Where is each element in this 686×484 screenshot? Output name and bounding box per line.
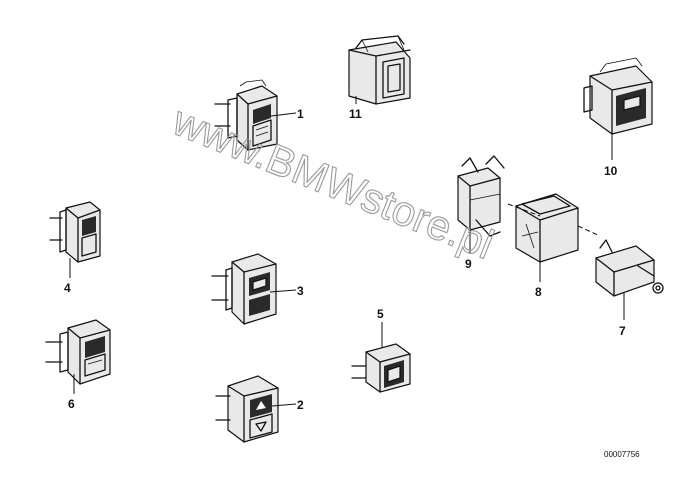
part-number-9: 9 bbox=[465, 257, 472, 271]
part-6-rocker-switch bbox=[45, 319, 111, 385]
part-number-4: 4 bbox=[64, 281, 71, 295]
part-4-rocker-switch bbox=[49, 201, 101, 263]
part-number-7: 7 bbox=[619, 324, 626, 338]
diagram-reference: 00007756 bbox=[604, 450, 640, 459]
part-10-rocker-switch bbox=[583, 57, 653, 135]
part-2-arrow-switch bbox=[215, 375, 279, 443]
part-7-micro-switch bbox=[595, 239, 664, 297]
part-number-2: 2 bbox=[297, 398, 304, 412]
part-number-3: 3 bbox=[297, 284, 304, 298]
part-9-mounting-bracket bbox=[457, 155, 505, 237]
part-number-11: 11 bbox=[349, 107, 362, 121]
part-5-push-button bbox=[351, 343, 411, 393]
part-number-10: 10 bbox=[604, 164, 618, 178]
part-1-rocker-switch bbox=[214, 79, 278, 151]
part-number-8: 8 bbox=[535, 285, 542, 299]
part-number-6: 6 bbox=[68, 397, 75, 411]
part-number-5: 5 bbox=[377, 307, 384, 321]
watermark: www.BMWstore.pl bbox=[166, 96, 500, 268]
part-11-push-cap bbox=[348, 35, 411, 105]
part-number-1: 1 bbox=[297, 107, 304, 121]
part-8-housing bbox=[515, 193, 579, 263]
part-3-rocker-switch bbox=[211, 253, 277, 325]
